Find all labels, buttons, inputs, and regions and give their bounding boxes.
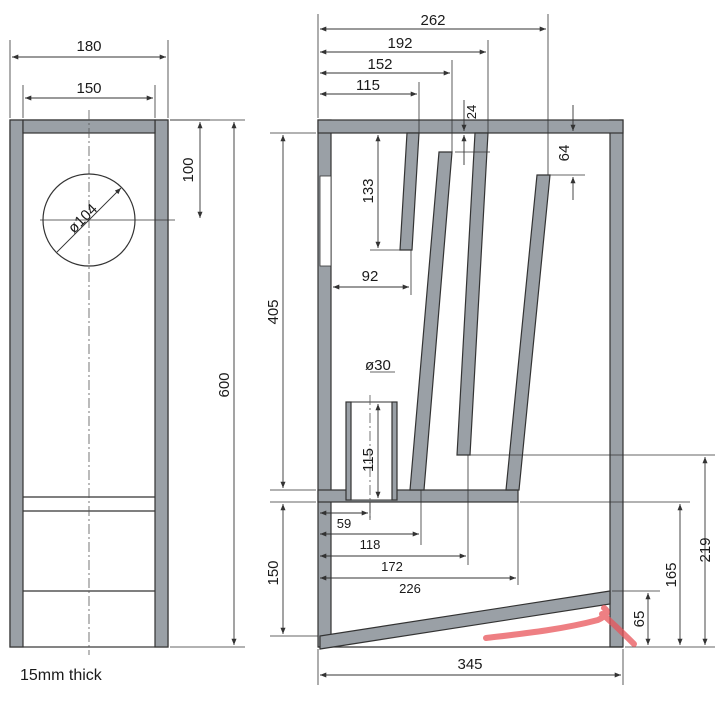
side-view: 262 192 152 115 24 64 133 92 — [265, 12, 715, 685]
dim-115-label: 115 — [356, 77, 380, 94]
partition-4 — [505, 174, 551, 491]
dim-600-label: 600 — [216, 372, 233, 397]
port-wall-l — [345, 401, 352, 501]
dim-100-label: 100 — [180, 157, 197, 182]
red-annotation-scribble — [483, 605, 637, 647]
dim-150-label: 150 — [76, 80, 101, 97]
dim-118-label: 118 — [360, 537, 381, 552]
dim-345-label: 345 — [457, 656, 482, 673]
thickness-note: 15mm thick — [20, 667, 103, 684]
dim-152-label: 152 — [367, 56, 392, 73]
partition-2 — [409, 151, 453, 491]
dim-150s-label: 150 — [265, 560, 282, 585]
partition-1 — [399, 132, 420, 251]
baffle-opening — [319, 175, 332, 267]
port-diameter-label: ø30 — [365, 357, 391, 374]
front-view: ø104 180 150 100 600 15mm thick — [9, 38, 245, 684]
dim-172-label: 172 — [381, 559, 403, 574]
sloped-bottom-panel — [319, 590, 611, 650]
dim-59-label: 59 — [337, 516, 351, 531]
dim-port-115-label: 115 — [360, 448, 377, 472]
side-rear-panel — [609, 119, 624, 648]
partition-3 — [456, 132, 489, 456]
dim-64-label: 64 — [556, 145, 573, 162]
dim-65-label: 65 — [631, 611, 648, 628]
port-wall-r — [391, 401, 398, 501]
driver-diameter-label: ø104 — [65, 201, 101, 237]
dim-165-label: 165 — [663, 562, 680, 587]
dim-262-label: 262 — [420, 12, 445, 29]
driver-diameter-line — [56, 187, 122, 253]
dim-219-label: 219 — [697, 537, 714, 562]
dim-180-label: 180 — [76, 38, 101, 55]
side-top-panel — [317, 119, 624, 134]
dim-133-label: 133 — [360, 178, 377, 203]
dim-192-label: 192 — [387, 35, 412, 52]
front-right-panel — [154, 119, 169, 648]
front-left-panel — [9, 119, 24, 648]
dim-226-label: 226 — [399, 581, 421, 596]
port-tube — [345, 401, 398, 501]
dim-92-label: 92 — [362, 268, 379, 285]
dim-24-label: 24 — [464, 105, 479, 119]
dim-405-label: 405 — [265, 299, 282, 324]
